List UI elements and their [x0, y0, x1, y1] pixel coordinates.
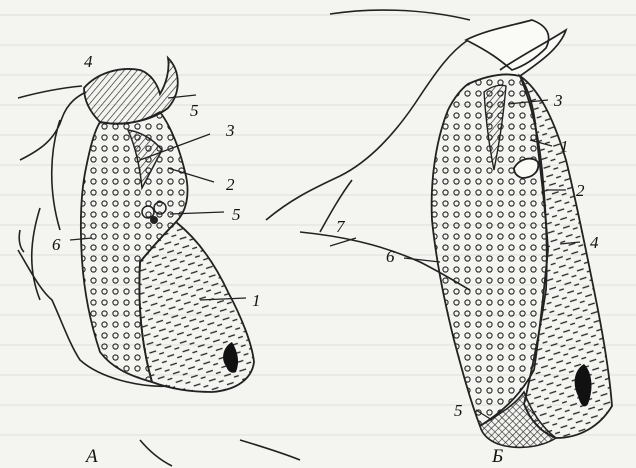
panel-a-label-4: 4 [84, 52, 93, 71]
panel-a-label-6: 6 [52, 235, 61, 254]
panel-b-label-7: 7 [336, 217, 346, 236]
panel-b-label-3: 3 [553, 91, 563, 110]
panel-b-label-2: 2 [576, 181, 585, 200]
panel-a-caption: А [84, 446, 98, 467]
panel-b-label-1: 1 [560, 137, 569, 156]
panel-a-label-1: 1 [252, 291, 261, 310]
panel-a-label-5-top: 5 [190, 101, 199, 120]
panel-b: 3 1 2 4 7 6 5 Б [240, 10, 612, 467]
panel-b-caption: Б [491, 446, 503, 467]
panel-b-label-6: 6 [386, 247, 395, 266]
panel-a-label-3: 3 [225, 121, 235, 140]
panel-a-ear [84, 58, 178, 123]
panel-a-label-5: 5 [232, 205, 241, 224]
panel-b-ears [466, 20, 566, 76]
panel-b-label-5: 5 [454, 401, 463, 420]
panel-b-label-4: 4 [590, 233, 599, 252]
panel-a-label-2: 2 [226, 175, 235, 194]
